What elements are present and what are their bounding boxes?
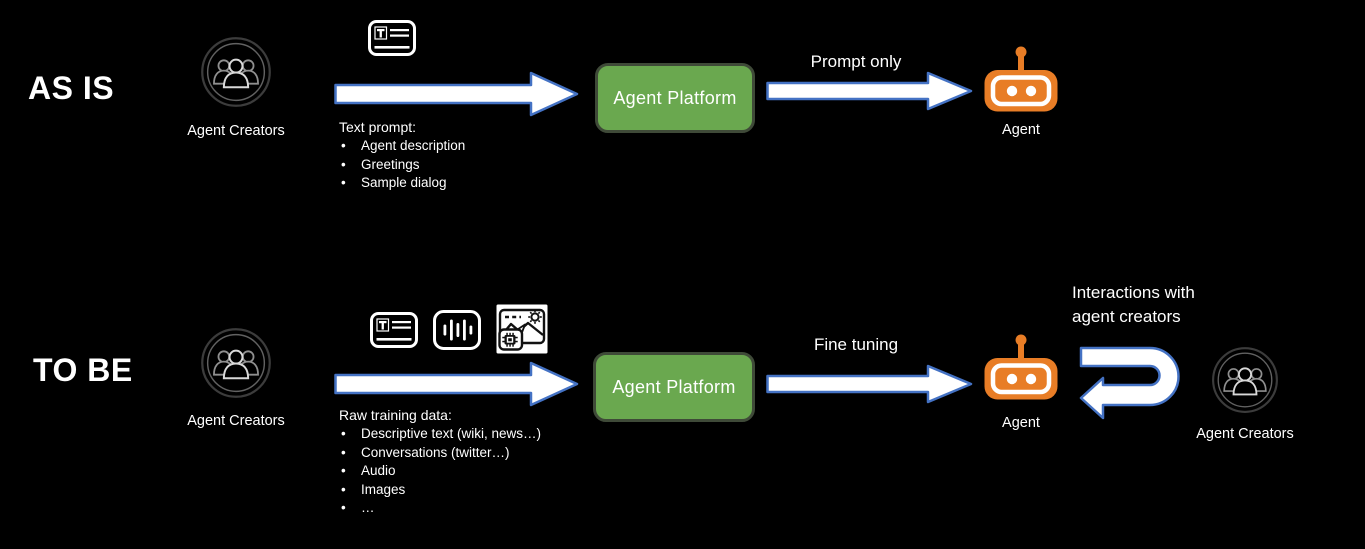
note-bullet-list: Agent description Greetings Sample dialo…	[339, 137, 589, 193]
text-prompt-icon	[370, 312, 418, 348]
interactions-label: Interactions with agent creators	[1072, 281, 1292, 329]
note-bullet-list: Descriptive text (wiki, news…) Conversat…	[339, 425, 599, 518]
note-bullet: …	[339, 499, 599, 518]
agent-creators-label: Agent Creators	[1196, 426, 1294, 442]
note-bullet: Conversations (twitter…)	[339, 444, 599, 463]
right-arrow-icon	[334, 360, 580, 408]
text-prompt-icon	[368, 20, 416, 56]
agent-creators-icon	[200, 36, 272, 108]
as-is-row-label: AS IS	[28, 70, 115, 106]
agent-robot-icon	[983, 334, 1059, 401]
agent-label: Agent	[1002, 415, 1040, 431]
agent-label: Agent	[1002, 122, 1040, 138]
right-arrow-icon	[334, 70, 580, 118]
audio-waveform-icon	[433, 310, 481, 350]
note-title: Raw training data:	[339, 407, 452, 423]
agent-platform-box: Agent Platform	[593, 352, 755, 422]
note-bullet: Sample dialog	[339, 174, 589, 193]
agent-robot-icon	[983, 46, 1059, 113]
note-bullet: Images	[339, 481, 599, 500]
interactions-label-line2: agent creators	[1072, 307, 1181, 326]
agent-creators-icon	[200, 327, 272, 399]
right-arrow-icon	[766, 364, 974, 404]
raw-training-data-note: Raw training data: Descriptive text (wik…	[339, 407, 599, 518]
right-arrow-icon	[766, 71, 974, 111]
to-be-row-label: TO BE	[33, 352, 133, 388]
prompt-only-label: Prompt only	[810, 52, 902, 71]
note-bullet: Descriptive text (wiki, news…)	[339, 425, 599, 444]
note-title: Text prompt:	[339, 119, 417, 135]
agent-platform-box: Agent Platform	[595, 63, 755, 133]
note-bullet: Greetings	[339, 156, 589, 175]
note-bullet: Audio	[339, 462, 599, 481]
agent-creators-label: Agent Creators	[187, 413, 285, 429]
interactions-label-line1: Interactions with	[1072, 283, 1195, 302]
agent-creators-icon	[1211, 346, 1279, 414]
note-bullet: Agent description	[339, 137, 589, 156]
text-prompt-note: Text prompt: Agent description Greetings…	[339, 119, 589, 193]
u-turn-left-arrow-icon	[1079, 346, 1180, 420]
agent-creators-label: Agent Creators	[187, 123, 285, 139]
image-ai-chip-icon	[496, 304, 548, 354]
fine-tuning-label: Fine tuning	[813, 335, 899, 354]
